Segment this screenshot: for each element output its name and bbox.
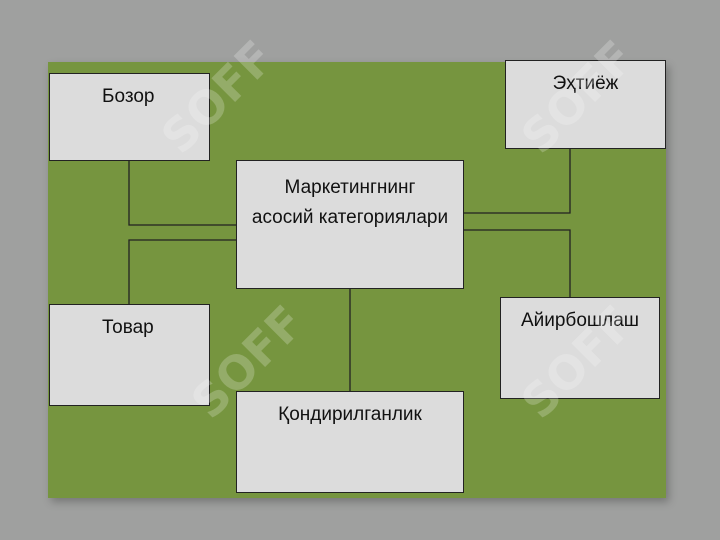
node-ehtiyoj: Эҳтиёж (505, 60, 666, 149)
connector-bozor (128, 160, 237, 226)
node-bozor: Бозор (49, 73, 210, 161)
node-ayirboshlash: Айирбошлаш (500, 297, 660, 399)
node-ayirboshlash-label: Айирбошлаш (520, 310, 640, 331)
node-tovar: Товар (49, 304, 210, 406)
center-title-line2: асосий категориялари (251, 207, 449, 228)
node-center: Маркетингнинг асосий категориялари (236, 160, 464, 289)
node-bozor-label: Бозор (102, 86, 155, 107)
connector-ayirboshlash (463, 229, 571, 298)
node-qondirilganlik-label: Қондирилганлик (278, 404, 422, 425)
connector-ehtiyoj (463, 148, 571, 214)
center-title-line1: Маркетингнинг (284, 177, 416, 198)
node-qondirilganlik: Қондирилганлик (236, 391, 464, 493)
connector-tovar (128, 239, 237, 305)
node-ehtiyoj-label: Эҳтиёж (552, 73, 619, 94)
node-tovar-label: Товар (102, 317, 154, 338)
